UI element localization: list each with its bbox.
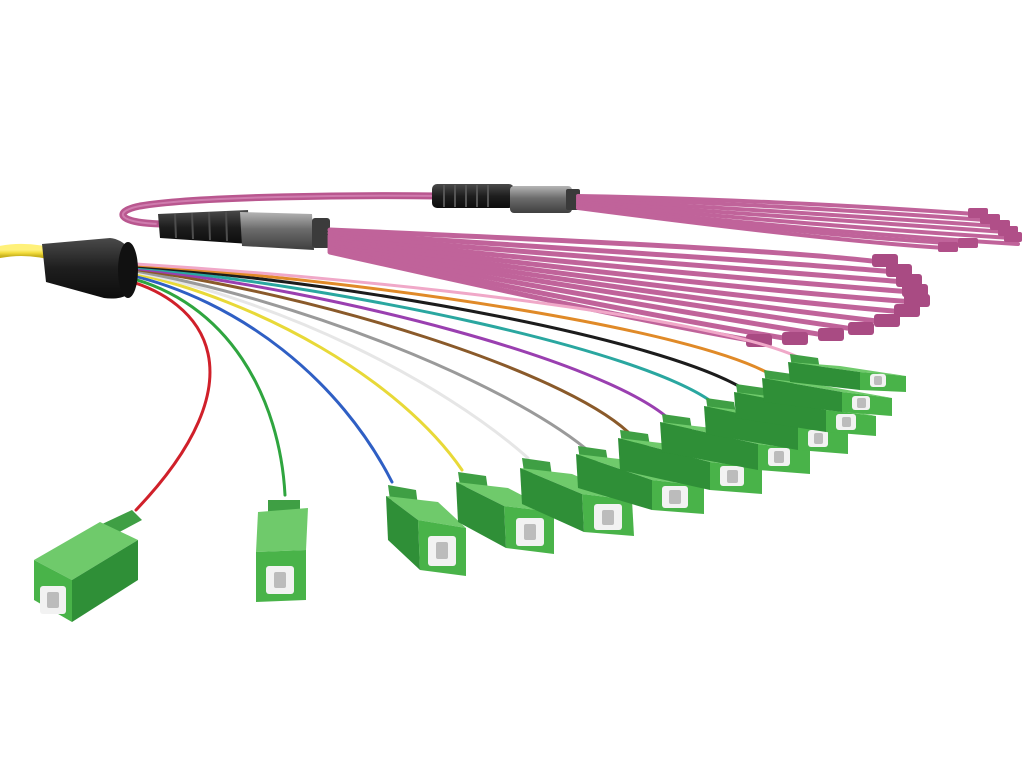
- front-furcation-boot-icon: [42, 238, 138, 299]
- upper-mpo-assembly: [119, 184, 1022, 252]
- middle-lc-fiber-bundle: [327, 227, 918, 345]
- colored-fiber-bundle: [116, 262, 802, 512]
- upper-mpo-connector-icon: [510, 186, 580, 213]
- middle-mpo-assembly: [156, 210, 930, 347]
- middle-mpo-connector-icon: [240, 212, 330, 250]
- middle-furcation-boot-icon: [158, 210, 250, 244]
- front-sc-fanout-assembly: [0, 238, 906, 622]
- sc-apc-connector-icon: [34, 354, 906, 622]
- upper-lc-connector-icon: [938, 208, 1022, 252]
- upper-lc-fiber-bundle: [576, 194, 1020, 250]
- middle-lc-connector-icon: [746, 254, 930, 347]
- upper-furcation-boot-icon: [432, 184, 514, 208]
